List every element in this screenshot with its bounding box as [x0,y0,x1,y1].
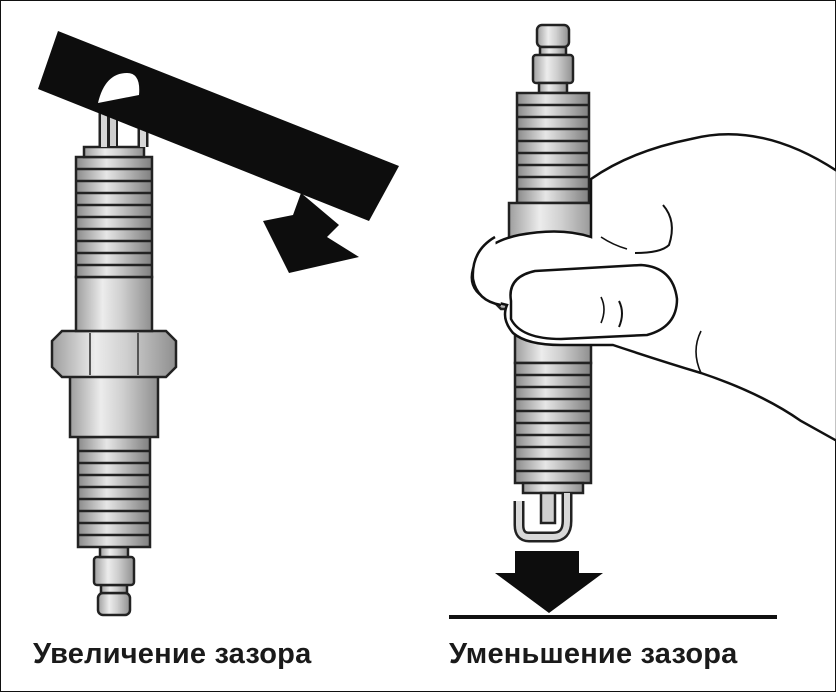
right-spark-plug [489,23,617,543]
hand-icon [470,133,836,442]
caption-increase-gap: Увеличение зазора [33,638,312,670]
left-spark-plug [50,87,178,617]
arrow-down-icon [495,551,603,613]
arrow-down-left-icon [263,193,359,273]
pry-bar-icon [38,31,399,221]
caption-decrease-gap: Уменьшение зазора [449,638,738,670]
surface-line [449,615,777,619]
